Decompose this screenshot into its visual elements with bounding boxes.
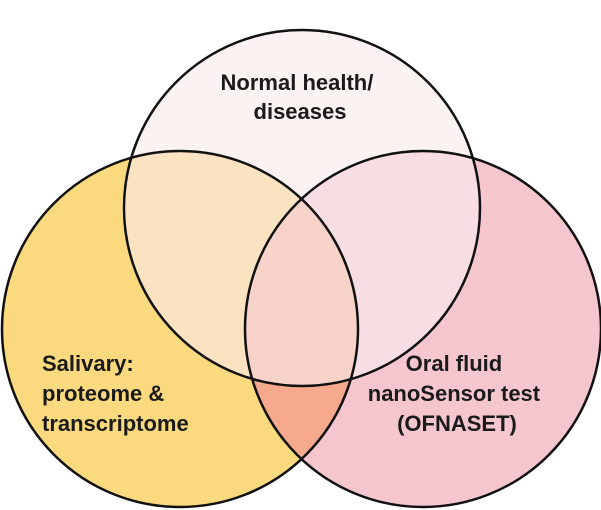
label-ofnaset-line-3: (OFNASET) [397, 411, 517, 436]
label-ofnaset: Oral fluid nanoSensor test (OFNASET) [368, 351, 547, 436]
circle-left-outline [0, 149, 360, 509]
label-normal-health: Normal health/ diseases [221, 70, 380, 124]
label-normal-health-line-2: diseases [254, 99, 347, 124]
circle-right-outline [243, 149, 601, 509]
label-salivary-line-3: transcriptome [42, 411, 189, 436]
label-salivary: Salivary: proteome & transcriptome [42, 351, 189, 436]
label-ofnaset-line-1: Oral fluid [406, 351, 503, 376]
label-salivary-line-2: proteome & [42, 381, 164, 406]
label-salivary-line-1: Salivary: [42, 351, 134, 376]
label-normal-health-line-1: Normal health/ [221, 70, 374, 95]
circle-top-outline [122, 28, 482, 388]
label-ofnaset-line-2: nanoSensor test [368, 381, 541, 406]
